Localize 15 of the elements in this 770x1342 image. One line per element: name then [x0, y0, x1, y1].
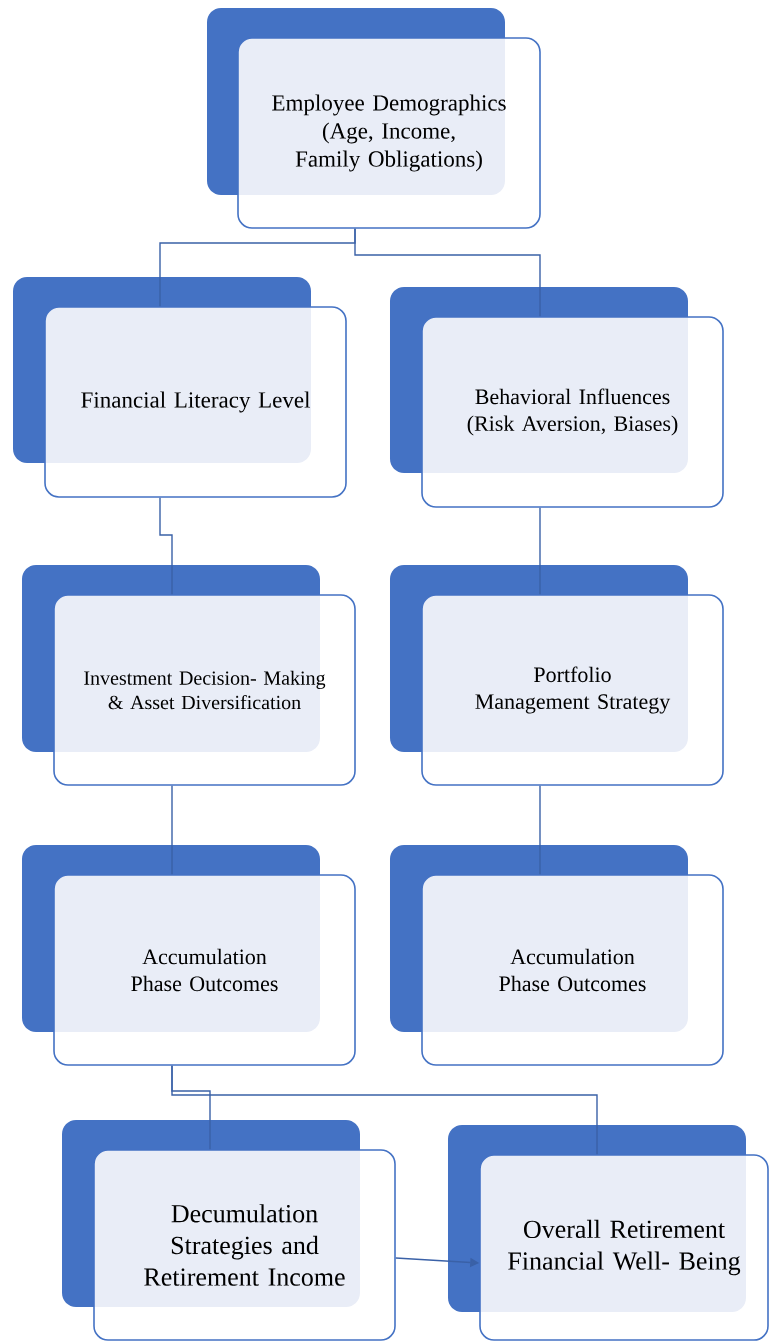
connector [539, 507, 541, 595]
process-box: Accumulation Phase Outcomes [22, 845, 356, 1066]
connector [159, 497, 173, 595]
connector [354, 228, 541, 317]
process-box: Investment Decision- Making & Asset Diversification [22, 565, 356, 786]
connector [171, 785, 173, 875]
process-box: Financial Literacy Level [13, 277, 347, 498]
process-box: Employee Demographics (Age, Income, Family Obligations) [207, 8, 541, 229]
connector [171, 1065, 598, 1155]
connector [539, 785, 541, 875]
process-box: Overall Retirement Financial Well- Being [448, 1125, 769, 1341]
process-box: Behavioral Influences (Risk Aversion, Biases) [390, 287, 724, 508]
process-box: Decumulation Strategies and Retirement Income [62, 1120, 396, 1341]
process-box: Portfolio Management Strategy [390, 565, 724, 786]
process-box: Accumulation Phase Outcomes [390, 845, 724, 1066]
